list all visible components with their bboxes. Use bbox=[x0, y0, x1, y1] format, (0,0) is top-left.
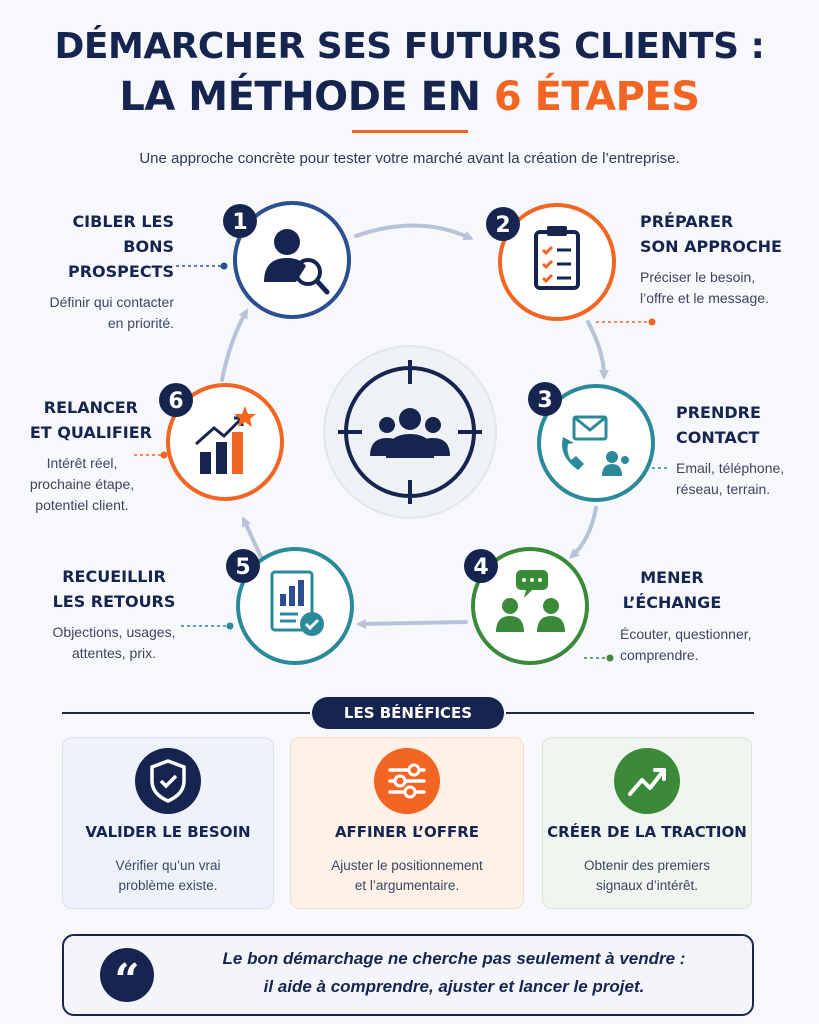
page-title-line2: LA MÉTHODE EN 6 ÉTAPES bbox=[0, 74, 819, 120]
arrow-1-to-2 bbox=[354, 223, 474, 241]
sliders-icon bbox=[374, 748, 440, 814]
quote-line-2: il aide à comprendre, ajuster et lancer … bbox=[263, 977, 645, 996]
process-cycle-diagram: 1 2 3 bbox=[134, 201, 668, 665]
page-title-prefix: LA MÉTHODE EN bbox=[119, 74, 481, 120]
step-3-label: PRENDRE CONTACT Email, téléphone, réseau… bbox=[676, 403, 785, 497]
step-4-desc: Écouter, questionner, comprendre. bbox=[620, 626, 752, 663]
step-5-label: RECUEILLIR LES RETOURS Objections, usage… bbox=[52, 567, 176, 661]
quote-box: “ Le bon démarchage ne cherche pas seule… bbox=[62, 934, 754, 1016]
arrow-6-to-1 bbox=[220, 308, 248, 382]
benefit-card-traction: CRÉER DE LA TRACTION Obtenir des premier… bbox=[542, 737, 752, 909]
dotted-connectors bbox=[134, 262, 668, 662]
step-1-label: CIBLER LES BONS PROSPECTS Définir qui co… bbox=[49, 212, 174, 331]
benefit-card-validate: VALIDER LE BESOIN Vérifier qu’un vrai pr… bbox=[62, 737, 274, 909]
benefit-card-refine: AFFINER L’OFFRE Ajuster le positionnemen… bbox=[290, 737, 524, 909]
step-6-node: 6 bbox=[159, 383, 284, 501]
cycle-arrows bbox=[220, 223, 609, 629]
quote-mark-icon: “ bbox=[100, 948, 154, 1006]
page-title-line1: DÉMARCHER SES FUTURS CLIENTS : bbox=[54, 26, 765, 67]
step-2-node: 2 bbox=[486, 203, 616, 321]
step-number: 5 bbox=[235, 555, 250, 580]
arrow-3-to-4 bbox=[569, 506, 598, 559]
shield-check-icon bbox=[135, 748, 201, 814]
phone-mail-icon bbox=[562, 415, 629, 476]
center-target bbox=[323, 345, 497, 519]
step-number: 1 bbox=[232, 210, 247, 235]
page-title-accent: 6 ÉTAPES bbox=[493, 74, 700, 120]
arrow-2-to-3 bbox=[586, 320, 609, 380]
growth-chart-icon bbox=[195, 406, 256, 474]
step-6-label: RELANCER ET QUALIFIER Intérêt réel, proc… bbox=[29, 398, 152, 513]
step-2-label: PRÉPARER SON APPROCHE Préciser le besoin… bbox=[640, 212, 782, 306]
step-3-node: 3 bbox=[528, 382, 655, 502]
page-subtitle: Une approche concrète pour tester votre … bbox=[139, 150, 680, 167]
team-icon bbox=[370, 408, 450, 458]
benefits-divider-left bbox=[62, 712, 310, 714]
trend-up-icon bbox=[614, 748, 680, 814]
arrow-4-to-5 bbox=[356, 618, 468, 629]
step-4-node: 4 bbox=[464, 547, 589, 665]
step-number: 3 bbox=[537, 388, 552, 413]
step-number: 6 bbox=[168, 389, 183, 414]
benefits-divider-right bbox=[506, 712, 754, 714]
step-4-label: MENER L’ÉCHANGE bbox=[622, 568, 722, 612]
step-number: 2 bbox=[495, 213, 510, 238]
benefits-heading: LES BÉNÉFICES bbox=[312, 697, 504, 729]
step-5-node: 5 bbox=[226, 547, 354, 665]
step-number: 4 bbox=[473, 555, 488, 580]
report-check-icon bbox=[270, 570, 324, 636]
user-search-icon bbox=[264, 229, 330, 295]
conversation-icon bbox=[496, 570, 565, 632]
quote-line-1: Le bon démarchage ne cherche pas seuleme… bbox=[222, 949, 686, 968]
title-underline bbox=[352, 130, 468, 133]
step-1-node: 1 bbox=[223, 201, 351, 319]
clipboard-checklist-icon bbox=[534, 226, 580, 290]
